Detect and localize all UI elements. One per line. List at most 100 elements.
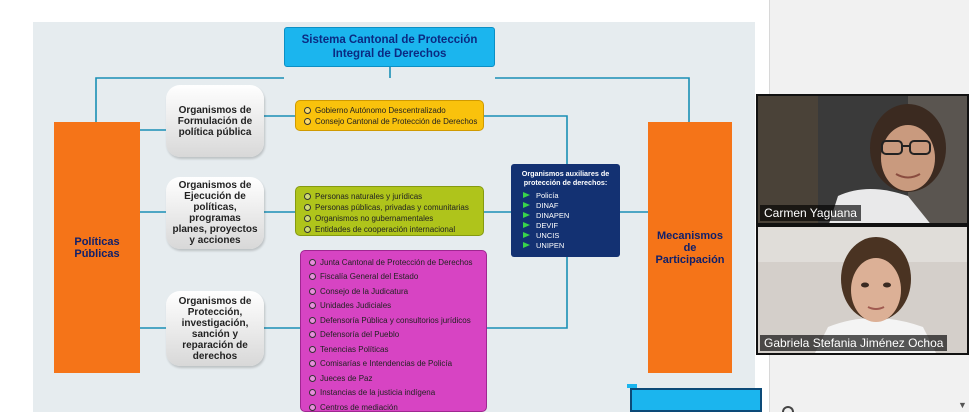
check-circle-icon [309,389,316,397]
check-circle-icon [309,273,316,281]
list-item: Instancias de la justicia indígena [309,386,480,401]
list-item-text: Unidades Judiciales [320,301,392,311]
politicas-publicas-label: Políticas Públicas [74,235,120,260]
list-item: Unidades Judiciales [309,299,480,314]
organismo-ejecucion-label: Organismos de Ejecución de políticas, pr… [172,180,258,246]
connector-lines [95,67,690,329]
organismo-ejecucion-pill: Organismos de Ejecución de políticas, pr… [166,177,264,249]
list-item: Personas naturales y jurídicas [304,191,477,202]
list-item: Comisarías e Intendencias de Policía [309,357,480,372]
list-item: Junta Cantonal de Protección de Derechos [309,255,480,270]
formulacion-list: Gobierno Autónomo Descentralizado Consej… [295,100,484,131]
auxiliares-title: Organismos auxiliares de protección de d… [521,169,610,187]
list-item: Consejo de la Judicatura [309,284,480,299]
diagram-title: Sistema Cantonal de Protección Integral … [284,27,495,67]
list-item-text: Jueces de Paz [320,373,373,383]
arrow-right-icon [523,202,530,208]
list-item-text: Junta Cantonal de Protección de Derechos [320,257,473,267]
check-circle-icon [309,287,316,295]
check-circle-icon [309,360,316,368]
overlay-tab [627,384,637,388]
shared-slide: Sistema Cantonal de Protección Integral … [0,0,770,412]
connector-yellow-aux [484,115,568,164]
organismo-formulacion-label: Organismos de Formulación de política pú… [177,104,253,138]
list-item: Consejo Cantonal de Protección de Derech… [304,116,477,127]
participant-video-1[interactable]: Carmen Yaguana [756,94,969,225]
organismo-proteccion-pill: Organismos de Protección, investigación,… [166,291,264,366]
check-circle-icon [309,331,316,339]
list-item-text: DEVIF [536,220,559,230]
scroll-down-icon[interactable]: ▼ [958,400,967,410]
list-item-text: Gobierno Autónomo Descentralizado [315,106,446,115]
arrow-right-icon [523,222,530,228]
list-item: Personas públicas, privadas y comunitari… [304,202,477,213]
list-item-text: Defensoría del Pueblo [320,330,400,340]
arrow-right-icon [523,242,530,248]
list-item-text: Defensoría Pública y consultorios jurídi… [320,315,471,325]
arrow-right-icon [523,232,530,238]
list-item: Tenencias Políticas [309,342,480,357]
check-circle-icon [304,107,311,114]
check-circle-icon [309,316,316,324]
arrow-right-icon [523,192,530,198]
list-item: DINAF [517,200,614,210]
list-item-text: Personas públicas, privadas y comunitari… [315,203,469,212]
list-item-text: Fiscalía General del Estado [320,272,419,282]
list-item: Fiscalía General del Estado [309,270,480,285]
participant-1-name: Carmen Yaguana [760,205,861,221]
list-item-text: Policía [536,190,559,200]
participant-2-name: Gabriela Stefania Jiménez Ochoa [760,335,948,351]
list-item-text: Consejo Cantonal de Protección de Derech… [315,117,478,126]
connector-magenta-aux [487,257,568,329]
list-item: Centros de mediación [309,400,480,412]
mecanismos-participacion-block: Mecanismos de Participación [648,122,732,373]
list-item: UNIPEN [517,240,614,250]
list-item-text: Comisarías e Intendencias de Policía [320,359,453,369]
connector-title-right [495,77,690,122]
list-item-text: Instancias de la justicia indígena [320,388,436,398]
check-circle-icon [304,193,311,200]
ejecucion-list: Personas naturales y jurídicas Personas … [295,186,484,236]
organismo-formulacion-pill: Organismos de Formulación de política pú… [166,85,264,157]
check-circle-icon [304,215,311,222]
connector-title-left [95,77,284,122]
arrow-right-icon [523,212,530,218]
participant-video-2[interactable]: Gabriela Stefania Jiménez Ochoa [756,225,969,355]
check-circle-icon [309,258,316,266]
list-item: UNCIS [517,230,614,240]
list-item: Jueces de Paz [309,371,480,386]
title-line-1: Sistema Cantonal de Protección [301,34,478,46]
list-item-text: UNCIS [536,230,560,240]
list-item: Entidades de cooperación internacional [304,224,477,235]
proteccion-list: Junta Cantonal de Protección de Derechos… [300,250,487,412]
organismo-proteccion-label: Organismos de Protección, investigación,… [178,295,252,362]
list-item-text: UNIPEN [536,240,565,250]
list-item-text: Entidades de cooperación internacional [315,225,456,234]
list-item: Policía [517,190,614,200]
check-circle-icon [309,403,316,411]
list-item: Organismos no gubernamentales [304,213,477,224]
politicas-publicas-block: Políticas Públicas [54,122,140,373]
overlay-panel[interactable] [630,388,762,412]
list-item: DINAPEN [517,210,614,220]
check-circle-icon [309,302,316,310]
loading-icon [782,406,794,412]
list-item-text: Centros de mediación [320,402,398,412]
list-item-text: Tenencias Políticas [320,344,389,354]
list-item-text: DINAPEN [536,210,570,220]
list-item-text: DINAF [536,200,559,210]
check-circle-icon [309,374,316,382]
list-item-text: Consejo de la Judicatura [320,286,409,296]
organismos-auxiliares-box: Organismos auxiliares de protección de d… [511,164,620,257]
participant-1-avatar [758,96,967,223]
list-item-text: Personas naturales y jurídicas [315,192,423,201]
check-circle-icon [304,204,311,211]
list-item: Gobierno Autónomo Descentralizado [304,105,477,116]
check-circle-icon [309,345,316,353]
mecanismos-participacion-label: Mecanismos de Participación [655,229,725,266]
check-circle-icon [304,226,311,233]
check-circle-icon [304,118,311,125]
title-line-2: Integral de Derechos [332,48,447,60]
list-item-text: Organismos no gubernamentales [315,214,434,223]
